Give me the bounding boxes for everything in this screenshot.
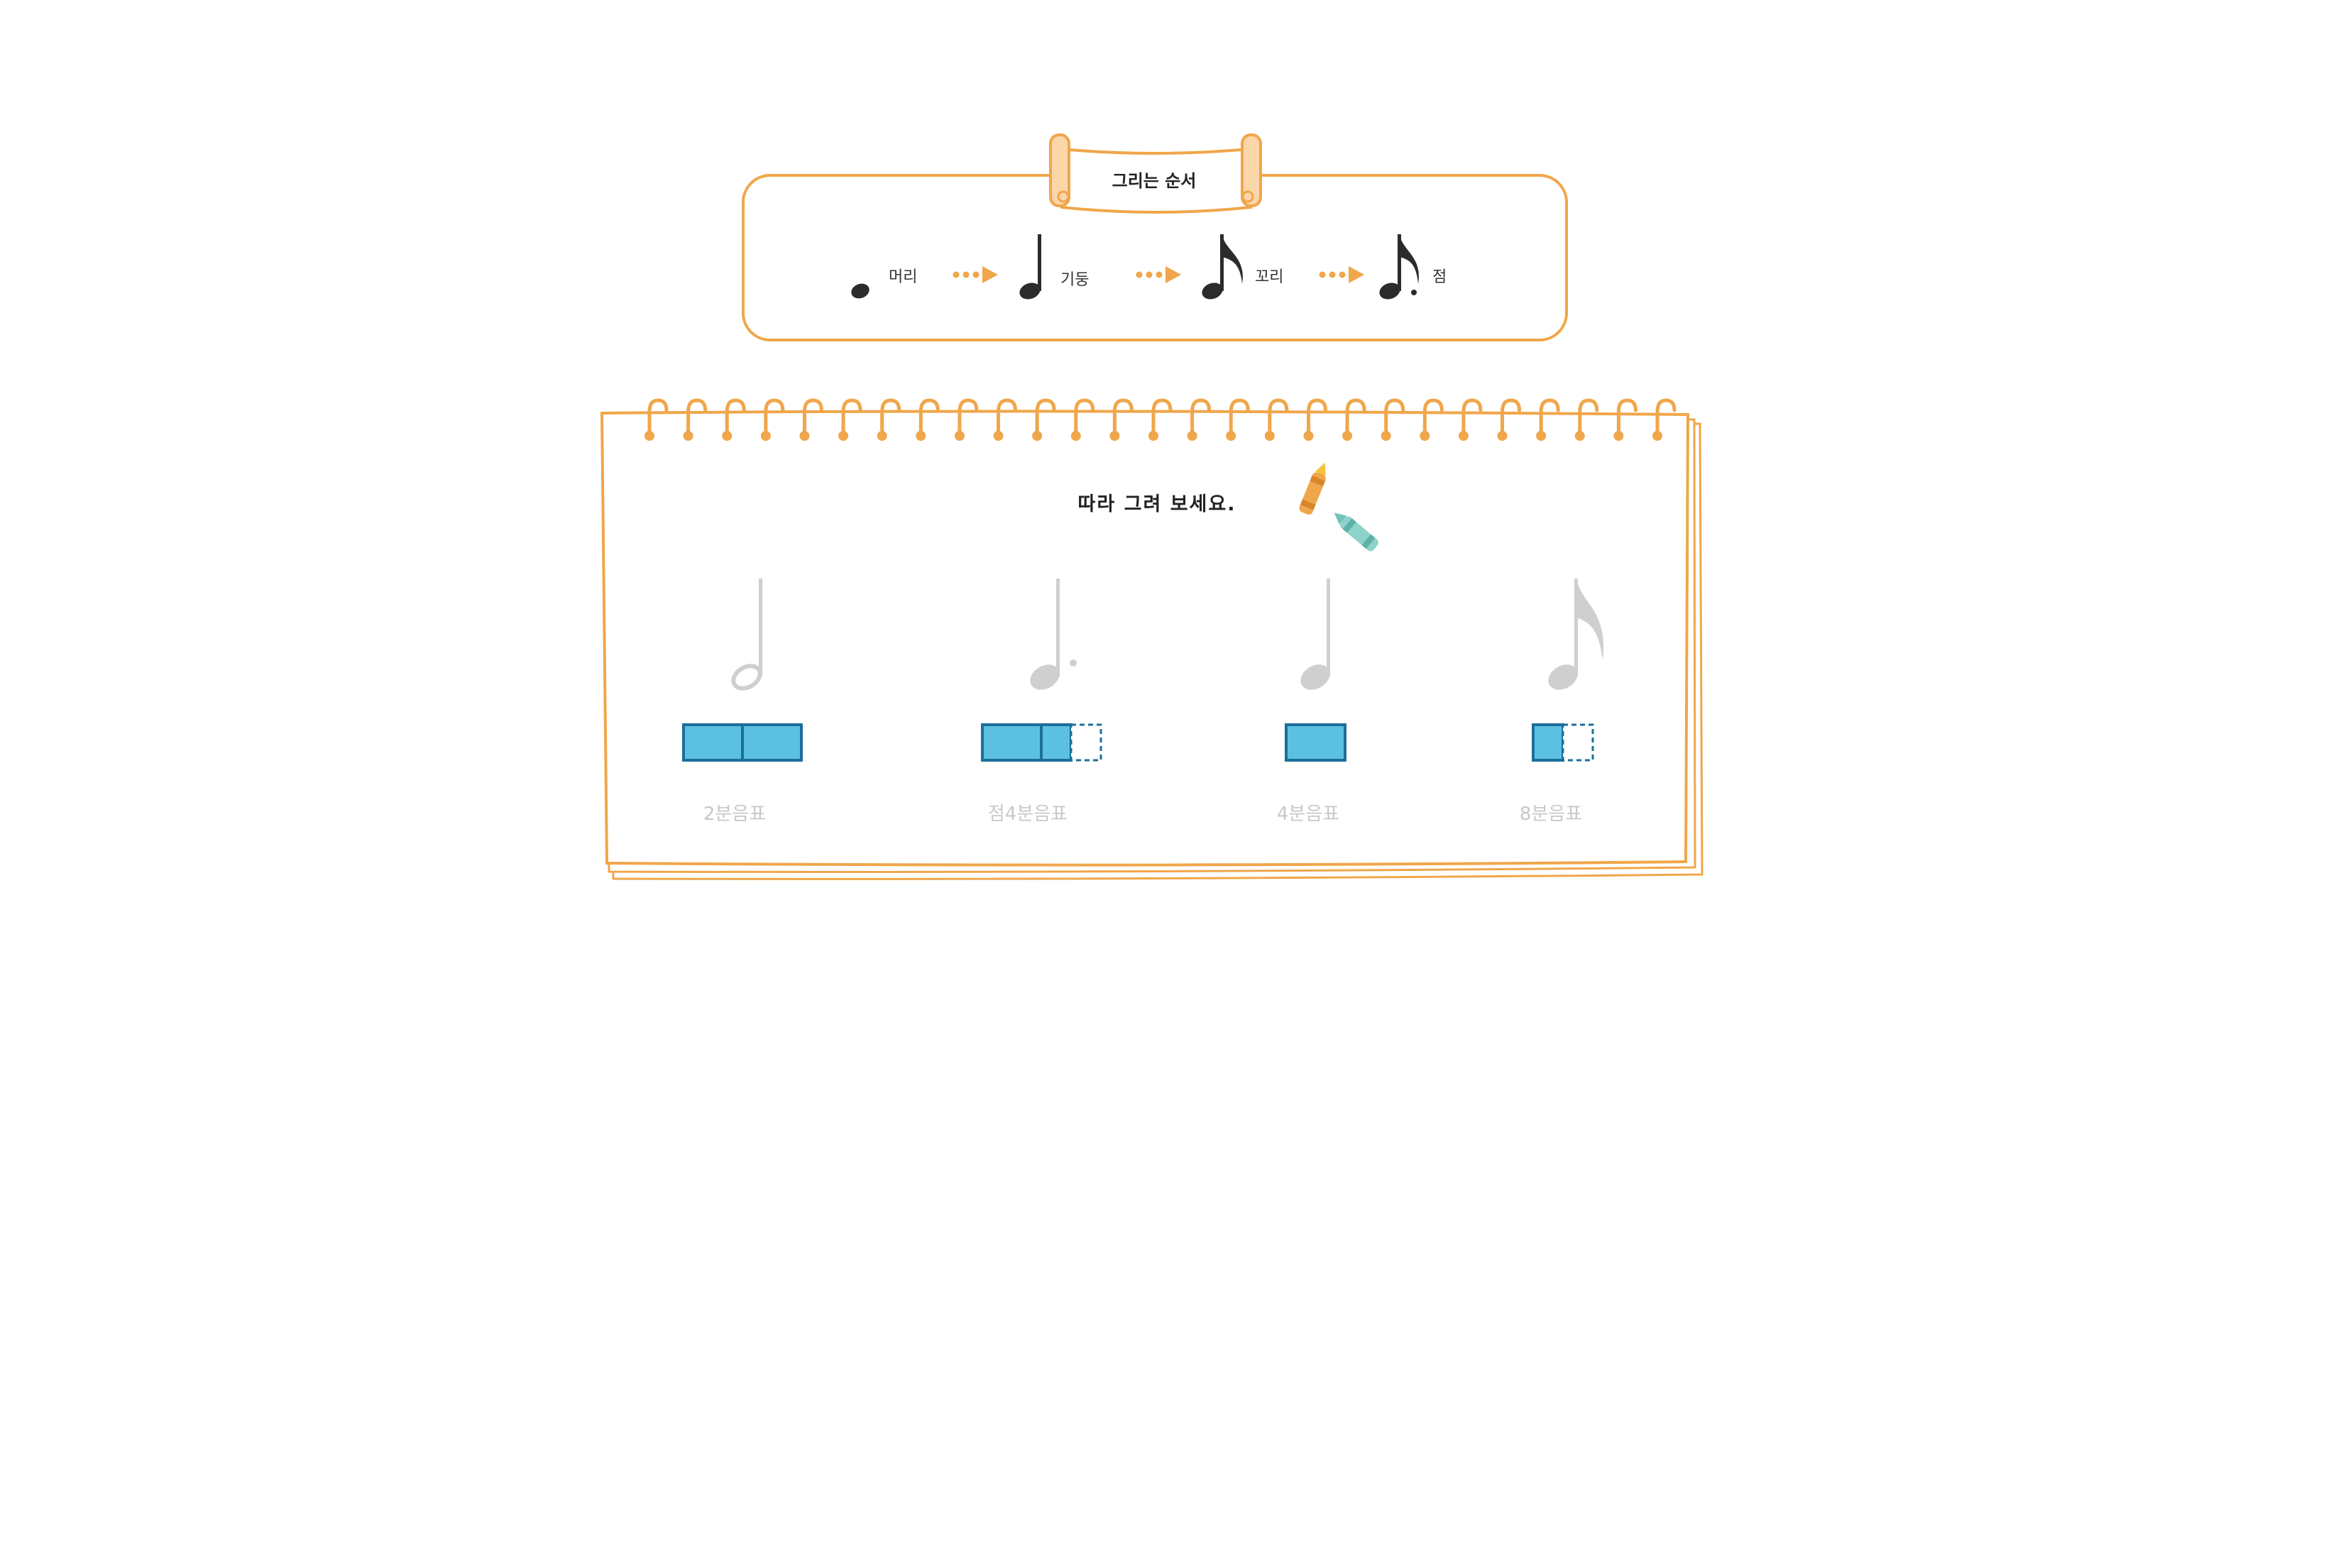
spiral-hole	[1187, 431, 1197, 441]
spiral-ring	[841, 398, 862, 437]
spiral-ring	[1268, 398, 1289, 437]
note-name-dotted-quarter: 점4분음표	[987, 804, 1068, 825]
quarter-note-icon	[1300, 579, 1330, 690]
spiral-hole	[993, 431, 1004, 441]
eighth-note-icon	[1548, 579, 1604, 690]
spiral-hole	[1032, 431, 1043, 441]
note-name-eighth: 8분음표	[1519, 804, 1583, 825]
orange-crayon-icon	[1299, 462, 1326, 515]
spiral-hole	[838, 431, 849, 441]
spiral-ring	[880, 398, 901, 437]
spiral-hole	[877, 431, 887, 441]
spiral-hole	[1303, 431, 1314, 441]
spiral-ring	[997, 398, 1018, 437]
spiral-ring	[1655, 398, 1677, 437]
spiral-ring	[1190, 398, 1212, 437]
dotted-arrow-icon	[953, 266, 998, 283]
beat-blocks-dotted-quarter-note	[981, 723, 1102, 762]
spiral-hole	[1264, 431, 1275, 441]
spiral-hole	[760, 431, 771, 441]
beat-blocks-half-note	[682, 723, 803, 762]
dotted-quarter-note-icon	[1030, 579, 1077, 690]
spiral-hole	[1381, 431, 1391, 441]
dotted-arrow-icon	[1136, 266, 1181, 283]
spiral-hole	[1342, 431, 1353, 441]
scroll-banner-icon	[1049, 133, 1262, 214]
spiral-ring	[764, 398, 785, 437]
spiral-hole	[916, 431, 926, 441]
spiral-hole	[1497, 431, 1508, 441]
half-note-icon	[731, 579, 762, 691]
spiral-ring	[1578, 398, 1599, 437]
spiral-hole	[1458, 431, 1469, 441]
spiral-ring	[918, 398, 940, 437]
notebook-spiral	[644, 398, 1677, 441]
spiral-hole	[1148, 431, 1158, 441]
spiral-ring	[1539, 398, 1560, 437]
note-name-quarter: 4분음표	[1276, 804, 1340, 825]
notebook-page	[600, 410, 1690, 867]
spiral-ring	[1074, 398, 1095, 437]
spiral-ring	[1616, 398, 1637, 437]
spiral-ring	[1112, 398, 1134, 437]
spiral-hole	[1652, 431, 1662, 441]
dotted-arrow-icon	[1319, 266, 1364, 283]
spiral-ring	[1461, 398, 1483, 437]
step-label-dot: 점	[1432, 268, 1447, 286]
spiral-ring	[1151, 398, 1173, 437]
drawing-order-title: 그리는 순서	[1112, 171, 1197, 191]
spiral-hole	[722, 431, 733, 441]
dotted-note-icon	[1379, 234, 1419, 300]
spiral-ring	[1384, 398, 1405, 437]
spiral-hole	[1574, 431, 1585, 441]
instruction-text: 따라 그려 보세요.	[1077, 493, 1236, 515]
spiral-hole	[1109, 431, 1120, 441]
note-stem-icon	[1019, 234, 1041, 300]
spiral-ring	[1422, 398, 1444, 437]
spiral-ring	[802, 398, 823, 437]
mint-crayon-icon	[1334, 512, 1378, 552]
spiral-hole	[799, 431, 810, 441]
spiral-ring	[647, 398, 669, 437]
spiral-hole	[1226, 431, 1236, 441]
spiral-hole	[644, 431, 654, 441]
note-name-half: 2분음표	[703, 804, 767, 825]
spiral-hole	[683, 431, 693, 441]
step-label-stem: 기둥	[1060, 271, 1090, 289]
spiral-hole	[954, 431, 965, 441]
spiral-hole	[1613, 431, 1624, 441]
spiral-ring	[1035, 398, 1056, 437]
spiral-ring	[1345, 398, 1366, 437]
spiral-ring	[958, 398, 979, 437]
note-flag-icon	[1202, 234, 1243, 300]
step-label-head: 머리	[889, 268, 918, 286]
spiral-ring	[1501, 398, 1522, 437]
spiral-hole	[1536, 431, 1547, 441]
beat-blocks-quarter-note	[1285, 723, 1346, 762]
note-head-icon	[851, 283, 869, 299]
spiral-hole	[1420, 431, 1430, 441]
spiral-ring	[1306, 398, 1327, 437]
spiral-hole	[1070, 431, 1081, 441]
spiral-ring	[725, 398, 746, 437]
step-label-flag: 꼬리	[1255, 268, 1284, 286]
spiral-ring	[686, 398, 708, 437]
beat-blocks-eighth-note	[1532, 723, 1594, 762]
spiral-ring	[1229, 398, 1250, 437]
